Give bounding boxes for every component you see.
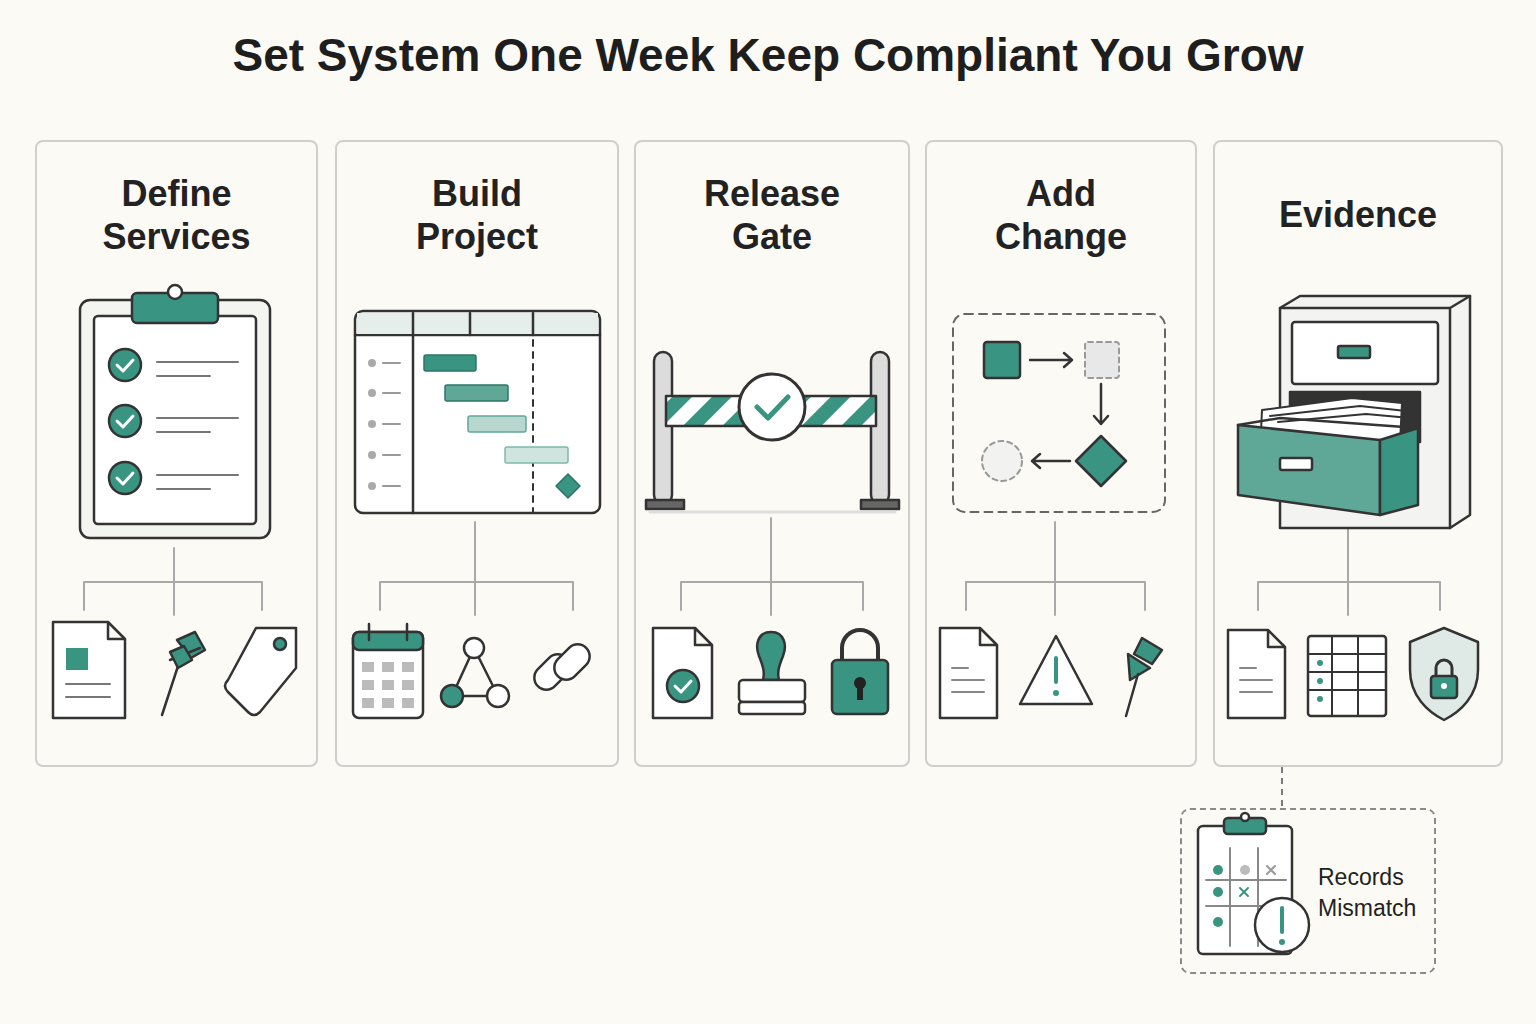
warning-callout: Records Mismatch	[1180, 808, 1436, 974]
step-heading: Add Change	[971, 172, 1151, 258]
diagram-title: Set System One Week Keep Compliant You G…	[0, 28, 1536, 82]
step-heading: Release Gate	[682, 172, 862, 258]
step-panel: Define Services	[35, 140, 318, 767]
step-heading: Build Project	[387, 172, 567, 258]
step-heading: Evidence	[1268, 193, 1448, 236]
step-panel: Evidence	[1213, 140, 1503, 767]
step-heading: Define Services	[87, 172, 267, 258]
step-panel: Release Gate	[634, 140, 910, 767]
step-panel: Build Project	[335, 140, 619, 767]
callout-text: Records Mismatch	[1318, 862, 1434, 924]
step-panel: Add Change	[925, 140, 1197, 767]
dashed-connector	[1281, 767, 1283, 808]
